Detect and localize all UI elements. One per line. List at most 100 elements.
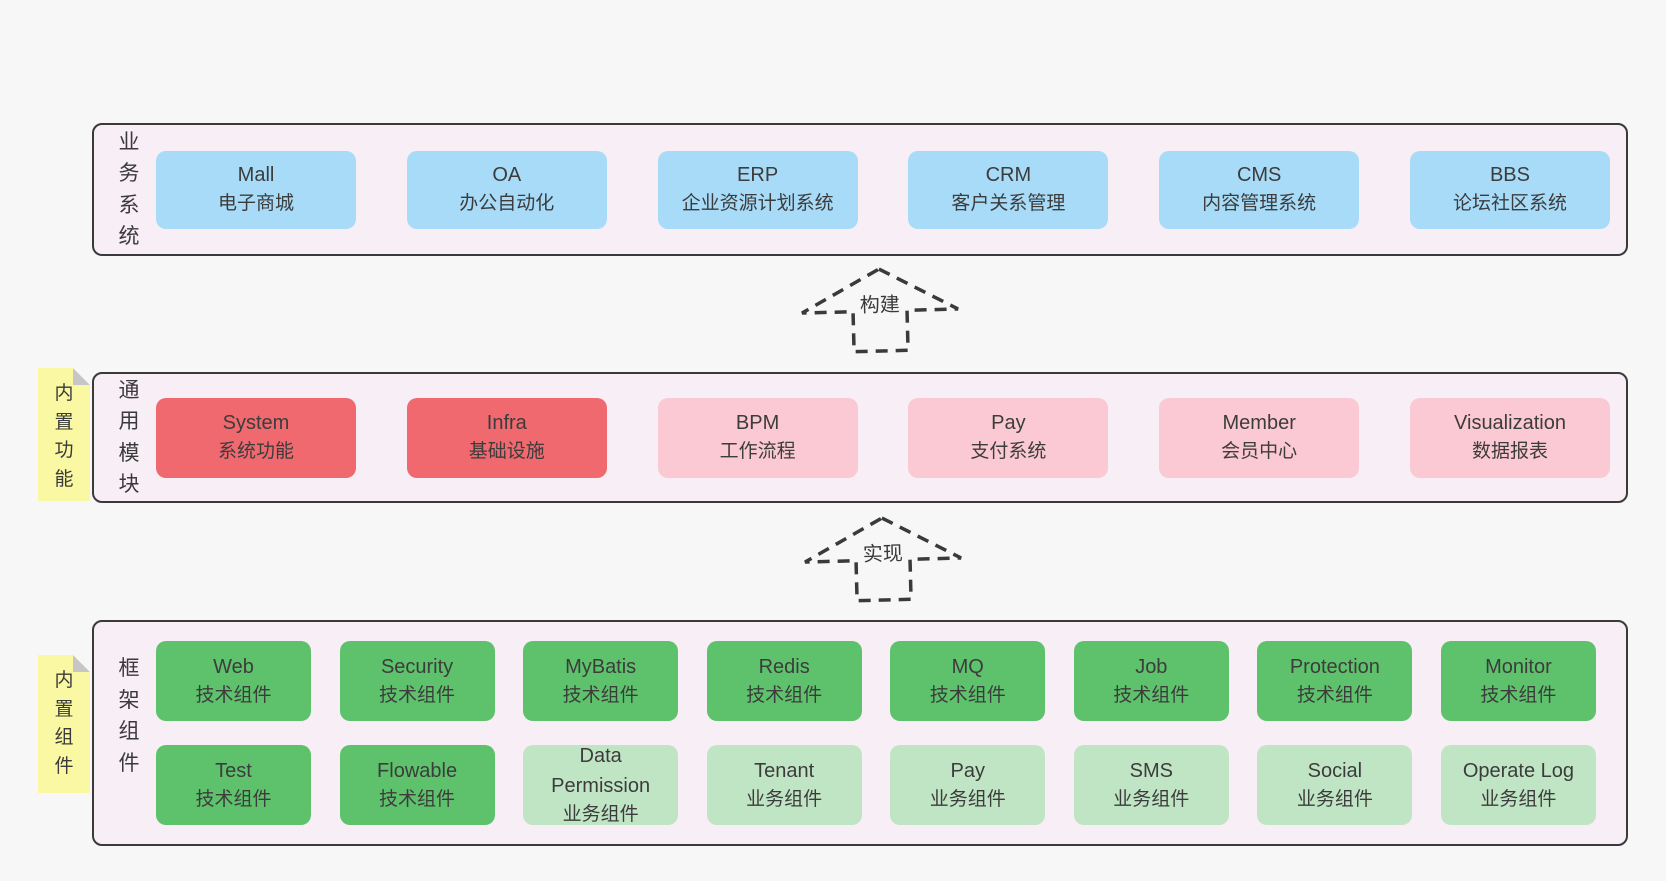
box-social-en: Social xyxy=(1307,759,1363,782)
box-flowable-cn: 技术组件 xyxy=(379,788,456,810)
box-data-permission-cn: 业务组件 xyxy=(562,803,639,825)
note-built-in-components-label: 内 置 组 件 xyxy=(54,670,74,777)
box-tenant: Tenant 业务组件 xyxy=(706,745,862,825)
box-security-en: Security xyxy=(380,655,454,678)
box-crm-cn: 客户关系管理 xyxy=(951,193,1066,215)
note-built-in-features: 内 置 功 能 xyxy=(38,368,90,501)
box-system-en: System xyxy=(222,412,290,435)
box-crm-en: CRM xyxy=(985,164,1032,187)
box-erp-en: ERP xyxy=(737,164,779,187)
arrow-build: 构建 xyxy=(794,261,966,359)
box-cms-en: CMS xyxy=(1236,164,1282,187)
up-block-arrow-icon xyxy=(801,267,959,354)
box-monitor: Monitor 技术组件 xyxy=(1440,641,1596,721)
box-tenant-en: Tenant xyxy=(754,759,815,782)
panel-framework-components: 框 架 组 件 Web 技术组件 Security 技术组件 MyBatis 技… xyxy=(92,620,1628,846)
box-sms-cn: 业务组件 xyxy=(1113,788,1190,810)
box-tenant-cn: 业务组件 xyxy=(746,788,823,810)
box-operate-log-cn: 业务组件 xyxy=(1480,788,1557,810)
box-protection: Protection 技术组件 xyxy=(1257,641,1413,721)
box-infra-cn: 基础设施 xyxy=(468,441,545,463)
box-crm: CRM 客户关系管理 xyxy=(908,150,1109,229)
box-pay-component-en: Pay xyxy=(950,759,985,782)
box-pay-module: Pay 支付系统 xyxy=(908,397,1109,478)
box-web-cn: 技术组件 xyxy=(195,684,272,706)
box-bbs: BBS 论坛社区系统 xyxy=(1409,150,1610,229)
box-flowable: Flowable 技术组件 xyxy=(339,745,495,825)
box-system-cn: 系统功能 xyxy=(217,441,294,463)
box-test: Test 技术组件 xyxy=(156,745,311,825)
panel-components-side-label: 框 架 组 件 xyxy=(118,657,140,775)
box-web: Web 技术组件 xyxy=(156,641,311,721)
box-mybatis-en: MyBatis xyxy=(565,655,637,678)
note-built-in-features-label: 内 置 功 能 xyxy=(54,383,74,490)
box-infra-en: Infra xyxy=(486,412,527,435)
box-monitor-en: Monitor xyxy=(1485,655,1552,678)
box-oa-en: OA xyxy=(492,164,522,187)
box-bpm: BPM 工作流程 xyxy=(657,397,858,478)
arrow-build-label: 构建 xyxy=(856,285,904,321)
box-bbs-en: BBS xyxy=(1489,164,1530,187)
box-social: Social 业务组件 xyxy=(1257,745,1413,825)
up-block-arrow-icon xyxy=(804,516,962,603)
box-bpm-en: BPM xyxy=(735,412,780,435)
box-operate-log-en: Operate Log xyxy=(1462,759,1575,782)
box-data-permission-en: Data Permission xyxy=(551,744,651,797)
box-oa-cn: 办公自动化 xyxy=(459,193,555,215)
note-built-in-components: 内 置 组 件 xyxy=(38,655,90,793)
box-visualization: Visualization 数据报表 xyxy=(1409,397,1610,478)
box-system: System 系统功能 xyxy=(156,397,356,478)
panel-business-systems: 业 务 系 统 Mall 电子商城 OA 办公自动化 ERP 企业资源计划系统 … xyxy=(92,123,1628,256)
box-operate-log: Operate Log 业务组件 xyxy=(1440,745,1596,825)
arrow-implement-label: 实现 xyxy=(859,534,907,570)
box-web-en: Web xyxy=(213,655,254,678)
box-cms: CMS 内容管理系统 xyxy=(1159,150,1360,229)
box-mall: Mall 电子商城 xyxy=(156,150,356,229)
box-member-cn: 会员中心 xyxy=(1221,441,1298,463)
component-rows: Web 技术组件 Security 技术组件 MyBatis 技术组件 Redi… xyxy=(156,641,1596,825)
box-mybatis: MyBatis 技术组件 xyxy=(523,641,679,721)
box-monitor-cn: 技术组件 xyxy=(1480,684,1557,706)
box-member: Member 会员中心 xyxy=(1159,397,1360,478)
box-infra: Infra 基础设施 xyxy=(406,397,607,478)
box-member-en: Member xyxy=(1222,412,1296,435)
component-row-2: Test 技术组件 Flowable 技术组件 Data Permission … xyxy=(156,745,1596,825)
panel-business-side-label: 业 务 系 统 xyxy=(118,130,140,249)
box-bpm-cn: 工作流程 xyxy=(719,441,796,463)
box-protection-en: Protection xyxy=(1289,655,1380,678)
box-flowable-en: Flowable xyxy=(377,759,458,782)
box-test-en: Test xyxy=(215,759,252,782)
box-protection-cn: 技术组件 xyxy=(1296,684,1373,706)
panel-common-modules: 通 用 模 块 System 系统功能 Infra 基础设施 BPM 工作流程 … xyxy=(92,372,1628,503)
box-security: Security 技术组件 xyxy=(339,641,495,721)
panel-modules-side-label: 通 用 模 块 xyxy=(118,378,140,497)
box-job-en: Job xyxy=(1135,655,1168,678)
box-pay-module-cn: 支付系统 xyxy=(970,441,1047,463)
box-sms-en: SMS xyxy=(1129,759,1173,782)
box-mall-en: Mall xyxy=(237,164,275,187)
box-pay-component: Pay 业务组件 xyxy=(890,745,1046,825)
box-cms-cn: 内容管理系统 xyxy=(1202,193,1317,215)
box-redis-en: Redis xyxy=(758,655,810,678)
box-erp: ERP 企业资源计划系统 xyxy=(657,150,858,229)
box-pay-module-en: Pay xyxy=(991,412,1026,435)
box-mq: MQ 技术组件 xyxy=(890,641,1046,721)
box-redis: Redis 技术组件 xyxy=(706,641,862,721)
box-mybatis-cn: 技术组件 xyxy=(562,684,639,706)
box-sms: SMS 业务组件 xyxy=(1073,745,1229,825)
box-test-cn: 技术组件 xyxy=(195,788,272,810)
box-redis-cn: 技术组件 xyxy=(746,684,823,706)
box-oa: OA 办公自动化 xyxy=(406,150,607,229)
box-visualization-en: Visualization xyxy=(1454,412,1566,435)
box-data-permission: Data Permission 业务组件 xyxy=(523,745,679,825)
box-mq-cn: 技术组件 xyxy=(929,684,1006,706)
box-pay-component-cn: 业务组件 xyxy=(929,788,1006,810)
folded-corner-icon xyxy=(73,655,90,672)
box-social-cn: 业务组件 xyxy=(1296,788,1373,810)
box-security-cn: 技术组件 xyxy=(379,684,456,706)
box-visualization-cn: 数据报表 xyxy=(1471,441,1548,463)
box-job: Job 技术组件 xyxy=(1073,641,1229,721)
box-bbs-cn: 论坛社区系统 xyxy=(1452,193,1567,215)
component-row-1: Web 技术组件 Security 技术组件 MyBatis 技术组件 Redi… xyxy=(156,641,1596,721)
